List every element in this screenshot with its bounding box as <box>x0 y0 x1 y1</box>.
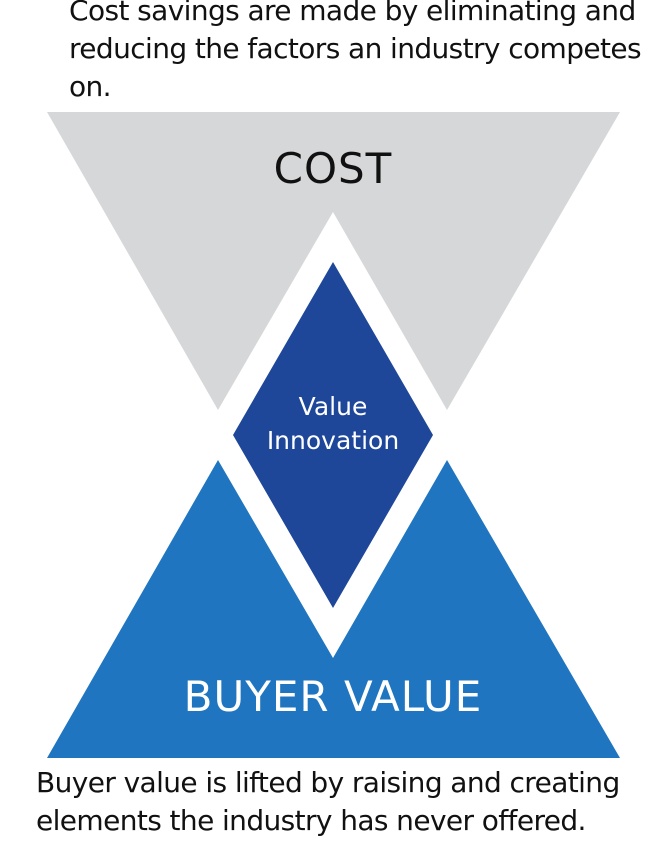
buyer-value-label: BUYER VALUE <box>183 672 483 721</box>
value-innovation-line1: Value <box>298 392 368 421</box>
value-innovation-label: Value Innovation <box>243 390 423 458</box>
value-innovation-diamond <box>233 262 433 608</box>
cost-label: COST <box>273 144 393 193</box>
cost-shape <box>47 112 620 410</box>
buyer-value-caption: Buyer value is lifted by raising and cre… <box>36 766 620 837</box>
cost-caption: Cost savings are made by eliminating and… <box>69 0 642 103</box>
buyer-value-shape <box>47 460 620 758</box>
value-innovation-line2: Innovation <box>266 426 400 455</box>
